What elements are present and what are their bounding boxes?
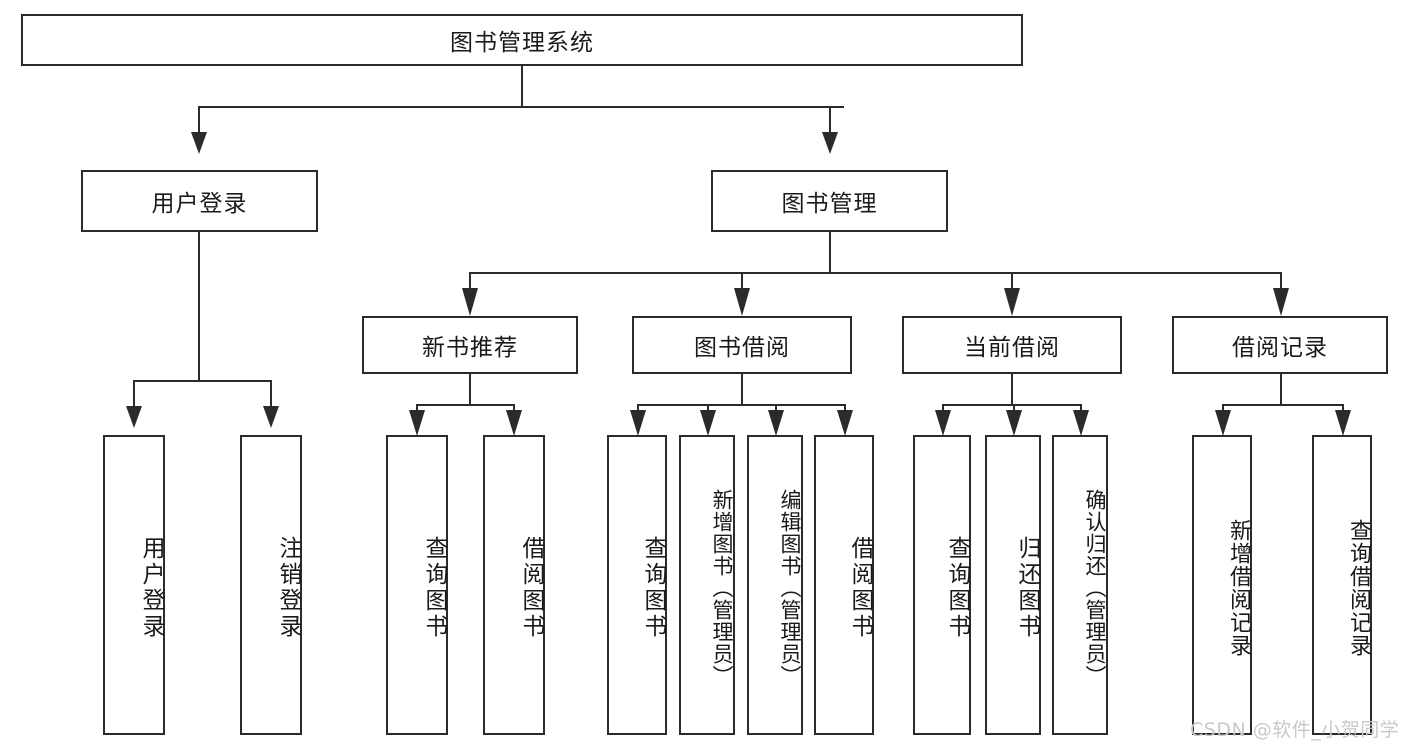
edge-current-stem <box>1011 374 1013 404</box>
edge-cb-to-leaf-2 <box>1013 404 1015 412</box>
edge-new-books-stem <box>469 374 471 404</box>
node-book-borrow[interactable]: 图书借阅 <box>632 316 852 374</box>
arrow-bb-leaf-2 <box>700 410 716 436</box>
node-user-login[interactable]: 用户登录 <box>81 170 318 232</box>
leaf-label: 新增借阅记录 <box>1226 519 1251 657</box>
leaf-query-books-recommendation[interactable]: 查询图书 <box>386 435 448 735</box>
arrow-bb-leaf-4 <box>837 410 853 436</box>
arrow-bb-leaf-3 <box>768 410 784 436</box>
arrow-nb-leaf-1 <box>409 410 425 436</box>
node-label: 图书管理系统 <box>450 30 594 56</box>
leaf-user-login[interactable]: 用户登录 <box>103 435 165 735</box>
edge-bb-to-leaf-4 <box>844 404 846 412</box>
arrow-to-new-books <box>462 288 478 316</box>
arrow-to-borrow <box>734 288 750 316</box>
arrow-to-current <box>1004 288 1020 316</box>
edge-bm-to-borrow <box>741 272 743 290</box>
leaf-add-book-admin[interactable]: 新增图书（管理员） <box>679 435 735 735</box>
edge-root-bus <box>198 106 844 108</box>
edge-nb-to-leaf-1 <box>416 404 418 412</box>
leaf-label: 借阅图书 <box>518 536 544 640</box>
edge-borrow-stem <box>741 374 743 404</box>
edge-records-bus <box>1222 404 1342 406</box>
arrow-to-leaf-user-login <box>126 406 142 428</box>
edge-bb-to-leaf-1 <box>637 404 639 412</box>
leaf-label: 注销登录 <box>275 536 301 640</box>
csdn-watermark: CSDN @软件_小贺同学 <box>1190 719 1400 741</box>
node-current-borrow[interactable]: 当前借阅 <box>902 316 1122 374</box>
arrow-br-leaf-1 <box>1215 410 1231 436</box>
arrow-br-leaf-2 <box>1335 410 1351 436</box>
leaf-edit-book-admin[interactable]: 编辑图书（管理员） <box>747 435 803 735</box>
edge-book-management-bus <box>469 272 1280 274</box>
leaf-borrow-books-recommendation[interactable]: 借阅图书 <box>483 435 545 735</box>
leaf-query-borrow-record[interactable]: 查询借阅记录 <box>1312 435 1372 735</box>
leaf-query-books-current[interactable]: 查询图书 <box>913 435 971 735</box>
leaf-label: 查询图书 <box>421 536 447 640</box>
node-new-book-recommendation[interactable]: 新书推荐 <box>362 316 578 374</box>
edge-new-books-bus <box>416 404 514 406</box>
leaf-confirm-return-admin[interactable]: 确认归还（管理员） <box>1052 435 1108 735</box>
node-label: 用户登录 <box>151 191 248 217</box>
leaf-label: 编辑图书（管理员） <box>778 489 802 687</box>
arrow-cb-leaf-3 <box>1073 410 1089 436</box>
leaf-logout[interactable]: 注销登录 <box>240 435 302 735</box>
node-label: 图书借阅 <box>694 335 790 361</box>
edge-root-stem <box>521 66 523 106</box>
leaf-label: 查询图书 <box>944 536 970 640</box>
arrow-to-leaf-logout <box>263 406 279 428</box>
edge-bb-to-leaf-3 <box>775 404 777 412</box>
edge-cb-to-leaf-3 <box>1080 404 1082 412</box>
edge-nb-to-leaf-2 <box>513 404 515 412</box>
edge-user-login-bus <box>133 380 270 382</box>
leaf-borrow-books[interactable]: 借阅图书 <box>814 435 874 735</box>
node-label: 借阅记录 <box>1232 335 1328 361</box>
arrow-bb-leaf-1 <box>630 410 646 436</box>
edge-user-login-stem <box>198 232 200 380</box>
edge-user-login-to-leaf-2 <box>270 380 272 408</box>
edge-current-bus <box>942 404 1080 406</box>
edge-records-stem <box>1280 374 1282 404</box>
node-label: 当前借阅 <box>964 335 1060 361</box>
edge-book-management-stem <box>829 232 831 272</box>
leaf-label: 新增图书（管理员） <box>710 489 734 687</box>
leaf-query-books-borrow[interactable]: 查询图书 <box>607 435 667 735</box>
edge-bm-to-current <box>1011 272 1013 290</box>
node-label: 新书推荐 <box>422 335 518 361</box>
edge-bb-to-leaf-2 <box>707 404 709 412</box>
node-label: 图书管理 <box>781 191 878 217</box>
edge-bm-to-new-books <box>469 272 471 290</box>
arrow-to-user-login <box>191 132 207 154</box>
edge-bm-to-records <box>1280 272 1282 290</box>
edge-user-login-to-leaf-1 <box>133 380 135 408</box>
leaf-add-borrow-record[interactable]: 新增借阅记录 <box>1192 435 1252 735</box>
edge-borrow-bus <box>637 404 844 406</box>
leaf-label: 查询借阅记录 <box>1346 519 1371 657</box>
leaf-label: 借阅图书 <box>847 536 873 640</box>
arrow-nb-leaf-2 <box>506 410 522 436</box>
edge-root-to-user-login <box>198 106 200 134</box>
edge-cb-to-leaf-1 <box>942 404 944 412</box>
edge-root-to-book-management <box>829 106 831 134</box>
node-book-management[interactable]: 图书管理 <box>711 170 948 232</box>
node-borrow-records[interactable]: 借阅记录 <box>1172 316 1388 374</box>
leaf-return-books[interactable]: 归还图书 <box>985 435 1041 735</box>
arrow-to-records <box>1273 288 1289 316</box>
leaf-label: 查询图书 <box>640 536 666 640</box>
arrow-cb-leaf-2 <box>1006 410 1022 436</box>
edge-br-to-leaf-1 <box>1222 404 1224 412</box>
leaf-label: 用户登录 <box>138 536 164 640</box>
leaf-label: 归还图书 <box>1014 536 1040 640</box>
leaf-label: 确认归还（管理员） <box>1083 489 1107 687</box>
arrow-cb-leaf-1 <box>935 410 951 436</box>
edge-br-to-leaf-2 <box>1342 404 1344 412</box>
arrow-to-book-management <box>822 132 838 154</box>
node-root-book-management-system[interactable]: 图书管理系统 <box>21 14 1023 66</box>
